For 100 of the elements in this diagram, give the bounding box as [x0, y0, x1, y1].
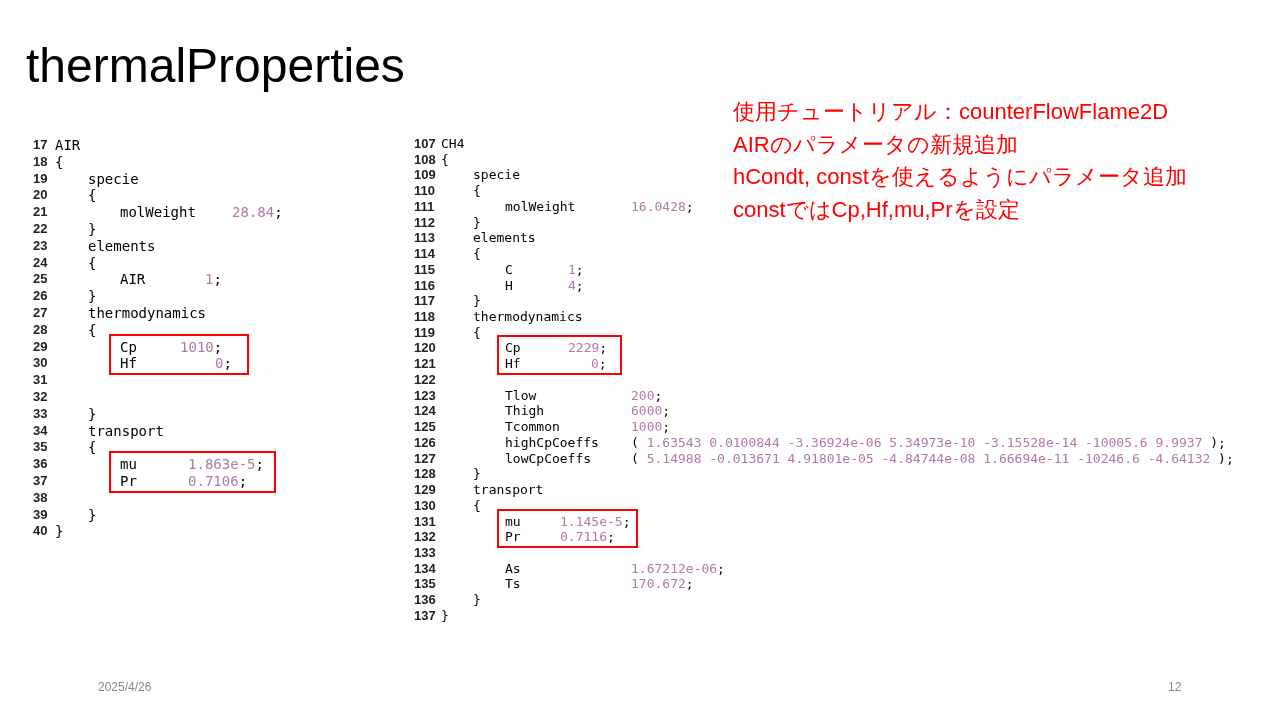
line-number: 27 — [33, 304, 48, 322]
line-number: 107 — [414, 135, 436, 153]
highlight-box — [109, 451, 276, 493]
line-number: 31 — [33, 371, 48, 390]
line-number: 127 — [414, 449, 436, 468]
code-line: } — [88, 505, 97, 524]
code-value: 1.67212e-06; — [631, 559, 725, 578]
code-line: thermodynamics — [88, 304, 206, 322]
code-line: } — [88, 220, 97, 238]
line-number: 117 — [414, 292, 435, 311]
code-line: thermodynamics — [473, 308, 583, 326]
line-number: 20 — [33, 186, 48, 205]
code-line: molWeight — [120, 203, 196, 222]
line-number: 23 — [33, 236, 48, 255]
code-line: specie — [473, 166, 520, 185]
code-value: 28.84; — [232, 203, 283, 222]
line-number: 120 — [414, 339, 436, 358]
line-number: 22 — [33, 220, 48, 238]
code-line: { — [88, 439, 97, 457]
code-line: } — [473, 213, 481, 232]
line-number: 24 — [33, 253, 48, 272]
code-line: CH4 — [441, 135, 465, 153]
code-line: { — [473, 182, 481, 201]
code-line: mu 1.863e-5; — [120, 455, 264, 474]
code-line: { — [473, 245, 481, 264]
code-line: } — [55, 522, 64, 541]
code-line: elements — [88, 236, 156, 255]
code-line: H — [505, 276, 513, 295]
code-line: molWeight — [505, 197, 576, 216]
annotation-text: constではCp,Hf,mu,Prを設定 — [733, 196, 1020, 224]
code-line: Thigh — [505, 402, 545, 421]
line-number: 128 — [414, 465, 436, 484]
line-number: 36 — [33, 455, 48, 474]
code-value: 170.672; — [631, 575, 694, 594]
line-number: 33 — [33, 404, 48, 423]
code-line: { — [473, 324, 481, 342]
line-number: 32 — [33, 388, 48, 406]
code-line: transport — [88, 421, 164, 440]
code-line: { — [88, 187, 97, 205]
code-line: Hf 0; — [120, 355, 232, 373]
code-line: lowCpCoeffs — [505, 450, 592, 468]
line-number: 40 — [33, 522, 48, 541]
code-line: elements — [473, 229, 536, 248]
code-line: } — [88, 404, 97, 423]
code-line: specie — [88, 169, 139, 188]
line-number: 134 — [414, 559, 436, 578]
highlight-box — [497, 335, 622, 375]
code-value: 200; — [631, 386, 663, 405]
annotation-text: hCondt, constを使えるようにパラメータ追加 — [733, 163, 1187, 191]
code-line: { — [88, 253, 97, 272]
code-line: Pr 0.7106; — [120, 472, 248, 490]
code-line: Hf 0; — [505, 355, 607, 374]
highlight-box — [109, 333, 249, 376]
line-number: 38 — [33, 488, 48, 507]
line-number: 34 — [33, 421, 48, 440]
code-value: 6000; — [631, 402, 671, 421]
code-line: As — [505, 559, 521, 578]
line-number: 131 — [414, 512, 436, 531]
line-number: 124 — [414, 402, 436, 421]
code-value: 4; — [568, 276, 584, 295]
highlight-box — [497, 508, 638, 548]
date-text: 2025/4/26 — [98, 680, 152, 694]
line-number: 112 — [414, 213, 435, 232]
code-line: } — [441, 606, 449, 625]
line-number: 116 — [414, 276, 435, 295]
code-line: } — [473, 292, 481, 311]
line-number: 123 — [414, 386, 436, 405]
code-line: { — [441, 150, 449, 169]
code-line: { — [88, 321, 97, 339]
annotation-text: AIRのパラメータの新規追加 — [733, 131, 1018, 159]
line-number: 135 — [414, 575, 436, 594]
code-line: } — [473, 591, 481, 610]
line-number: 113 — [414, 229, 435, 248]
code-line: { — [55, 152, 64, 171]
code-line: Tlow — [505, 386, 537, 405]
line-number: 18 — [33, 152, 48, 171]
code-value: 1; — [568, 260, 584, 279]
line-number: 17 — [33, 136, 48, 154]
code-line: Cp 1010; — [120, 337, 223, 356]
code-line: } — [88, 287, 97, 306]
code-value: 16.0428; — [631, 197, 694, 216]
line-number: 25 — [33, 270, 48, 289]
code-line: C — [505, 260, 513, 279]
code-line: } — [473, 465, 481, 484]
line-number: 108 — [414, 150, 436, 169]
line-number: 28 — [33, 320, 48, 339]
line-number: 26 — [33, 287, 48, 306]
code-line: Ts — [505, 575, 521, 594]
line-number: 109 — [414, 166, 436, 185]
code-value: ( 5.14988 -0.013671 4.91801e-05 -4.84744e-08 1.66694e-11 -10246.6 -4.64132 ); — [631, 449, 1234, 468]
code-line: Pr 0.7116; — [505, 528, 615, 547]
slide-title: thermalProperties — [26, 38, 405, 93]
code-value: 1; — [205, 270, 222, 289]
code-line: { — [473, 497, 481, 515]
code-line: AIR — [120, 270, 146, 289]
line-number: 19 — [33, 169, 48, 188]
page-number: 12 — [1168, 680, 1182, 694]
line-number: 29 — [33, 337, 48, 356]
line-number: 39 — [33, 505, 48, 524]
code-line: transport — [473, 481, 544, 500]
